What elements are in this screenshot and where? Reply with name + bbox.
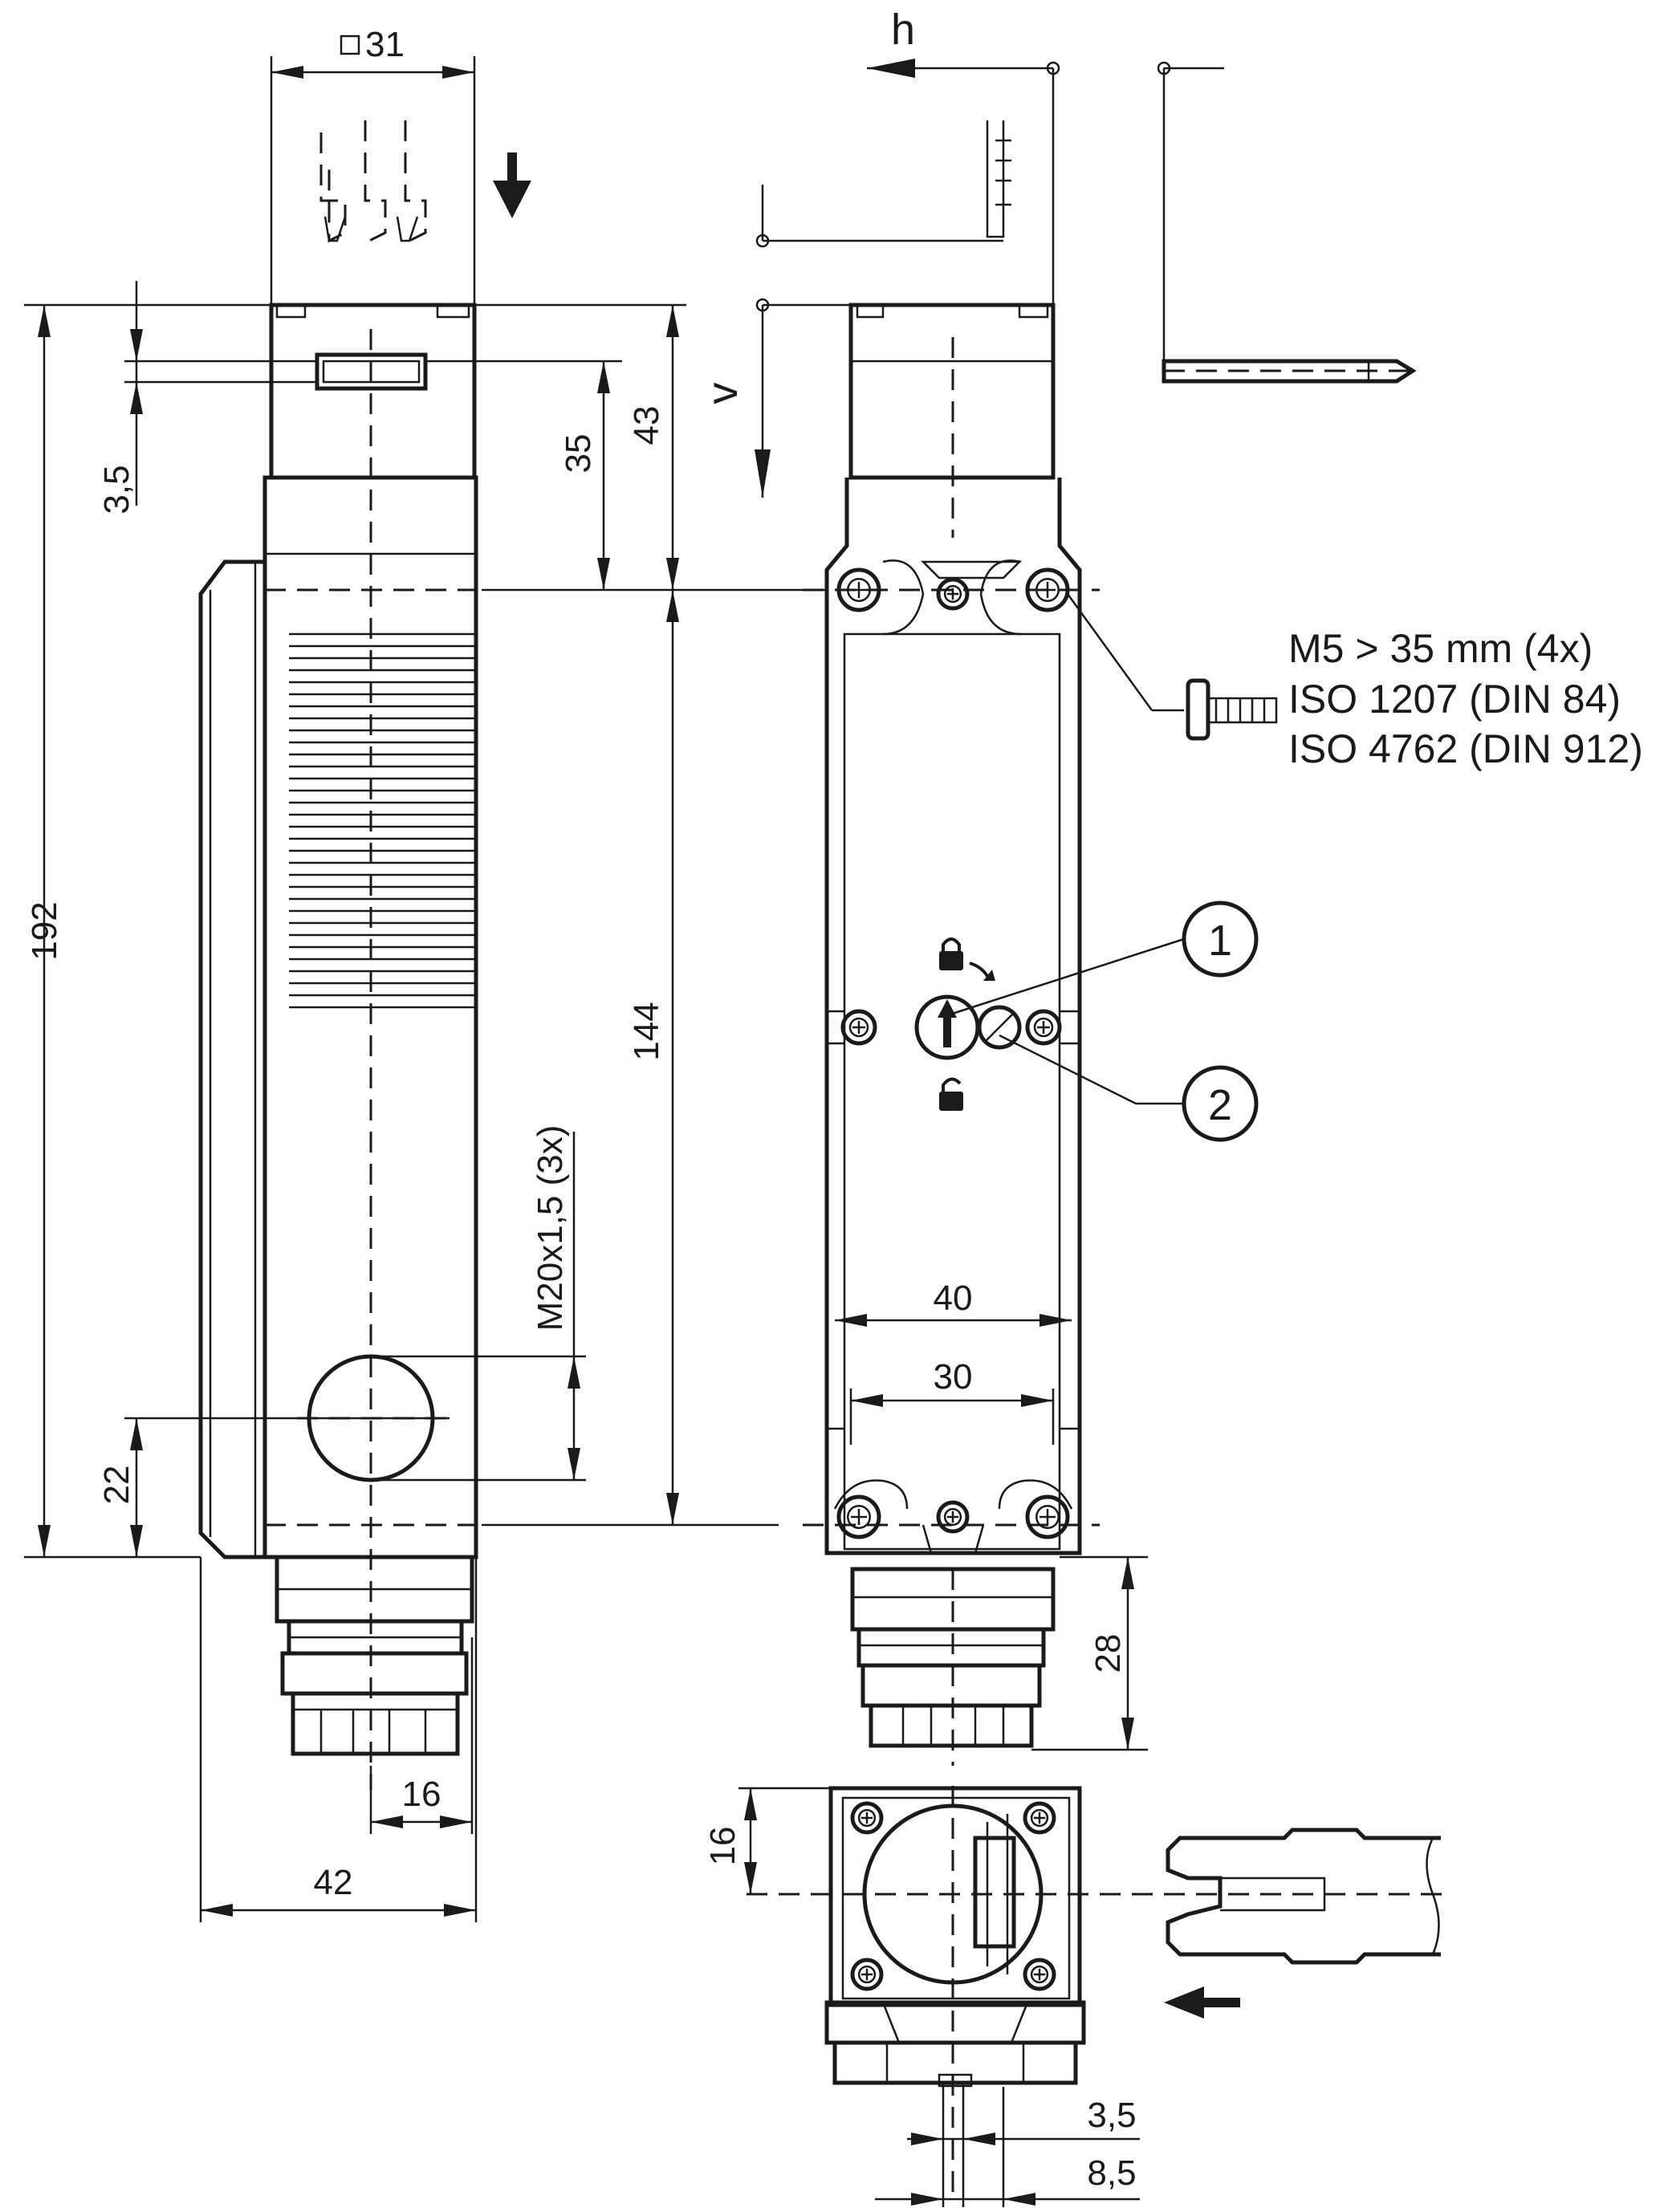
note-line-1: M5 > 35 mm (4x) xyxy=(1288,626,1593,671)
screw-hole xyxy=(1025,1494,1070,1539)
callout-1-label: 1 xyxy=(1208,917,1232,965)
side-view xyxy=(198,120,531,1790)
auxiliary-release-mechanism xyxy=(914,937,1022,1111)
dim-22: 22 xyxy=(97,1466,136,1505)
screw-hole xyxy=(936,577,970,611)
actuator-side-view xyxy=(1157,61,1421,384)
dim-144: 144 xyxy=(627,1002,666,1060)
front-view: h v xyxy=(698,6,1100,1766)
cooling-ribs xyxy=(289,632,476,1009)
actuator-tongue xyxy=(1166,1828,1441,1965)
screw-hole xyxy=(840,1009,877,1046)
dim-gland-thread: M20x1,5 (3x) xyxy=(531,1125,570,1332)
screw-hole xyxy=(1025,1009,1062,1046)
label-v: v xyxy=(698,383,747,405)
screw-hole xyxy=(1023,1958,1056,1991)
label-h: h xyxy=(891,6,915,54)
actuator-side-outline xyxy=(319,120,427,243)
dim-16-gland: 16 xyxy=(402,1775,441,1814)
bottom-view: 16 3,5 8,5 xyxy=(703,1786,1445,2207)
dim-3-5-bottom: 3,5 xyxy=(1087,2096,1136,2135)
bottom-housing xyxy=(828,1786,1082,2007)
dim-8-5-bottom: 8,5 xyxy=(1087,2153,1136,2193)
dim-42: 42 xyxy=(314,1863,353,1902)
dim-43: 43 xyxy=(627,406,666,445)
dim-28: 28 xyxy=(1088,1634,1128,1673)
screw-hole xyxy=(850,1801,884,1835)
dim-192: 192 xyxy=(25,901,64,960)
screw-hole xyxy=(836,1494,881,1539)
dim-30: 30 xyxy=(934,1357,973,1397)
lock-closed-icon xyxy=(939,937,963,970)
callouts: 1 2 xyxy=(946,901,1259,1142)
dim-16-bottom: 16 xyxy=(703,1827,742,1866)
screw-hole xyxy=(850,1958,884,1991)
lock-open-icon xyxy=(939,1077,963,1111)
switch-head xyxy=(269,303,477,480)
actuator-slot xyxy=(315,352,428,391)
callout-1 xyxy=(1182,901,1259,978)
insertion-arrow-down-icon xyxy=(493,152,531,218)
cable-gland-side xyxy=(275,1555,474,1756)
note-line-2: ISO 1207 (DIN 84) xyxy=(1288,677,1621,722)
screw-icon xyxy=(1186,678,1278,741)
dim-35: 35 xyxy=(559,434,598,474)
cable-gland-front xyxy=(850,1567,1056,1766)
dim-square-31: 31 xyxy=(365,25,405,64)
dim-3-5-top: 3,5 xyxy=(97,465,136,514)
dimensions-left: 31 192 3,5 22 35 43 144 xyxy=(24,25,827,1922)
note-line-3: ISO 4762 (DIN 912) xyxy=(1288,726,1643,771)
dimensions-front: 40 30 28 xyxy=(835,1279,1148,1751)
callout-2 xyxy=(1182,1065,1259,1142)
direction-arrow-icon xyxy=(938,999,957,1047)
front-body xyxy=(824,478,1082,1555)
screw-hole xyxy=(1023,1801,1056,1835)
bottom-screw-holes xyxy=(850,1801,1056,1991)
screw-note: M5 > 35 mm (4x) ISO 1207 (DIN 84) ISO 47… xyxy=(1066,593,1643,771)
insertion-arrow-left-icon xyxy=(1164,1986,1240,2019)
dim-40: 40 xyxy=(934,1279,973,1318)
callout-2-label: 2 xyxy=(1208,1081,1232,1129)
screw-hole xyxy=(936,1500,970,1534)
lid-side xyxy=(198,559,265,1559)
